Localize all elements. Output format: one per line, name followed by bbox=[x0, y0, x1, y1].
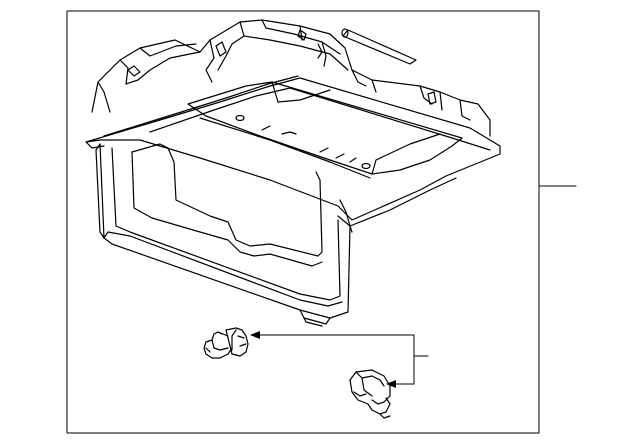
retainer-clip bbox=[203, 327, 249, 359]
retainer-fastener bbox=[349, 369, 391, 419]
diagram-frame bbox=[66, 10, 540, 434]
callout-leaders bbox=[250, 331, 415, 388]
arrowhead-clip bbox=[250, 331, 260, 339]
overhead-console-panel bbox=[85, 19, 501, 327]
arrowhead-fastener bbox=[386, 380, 396, 388]
